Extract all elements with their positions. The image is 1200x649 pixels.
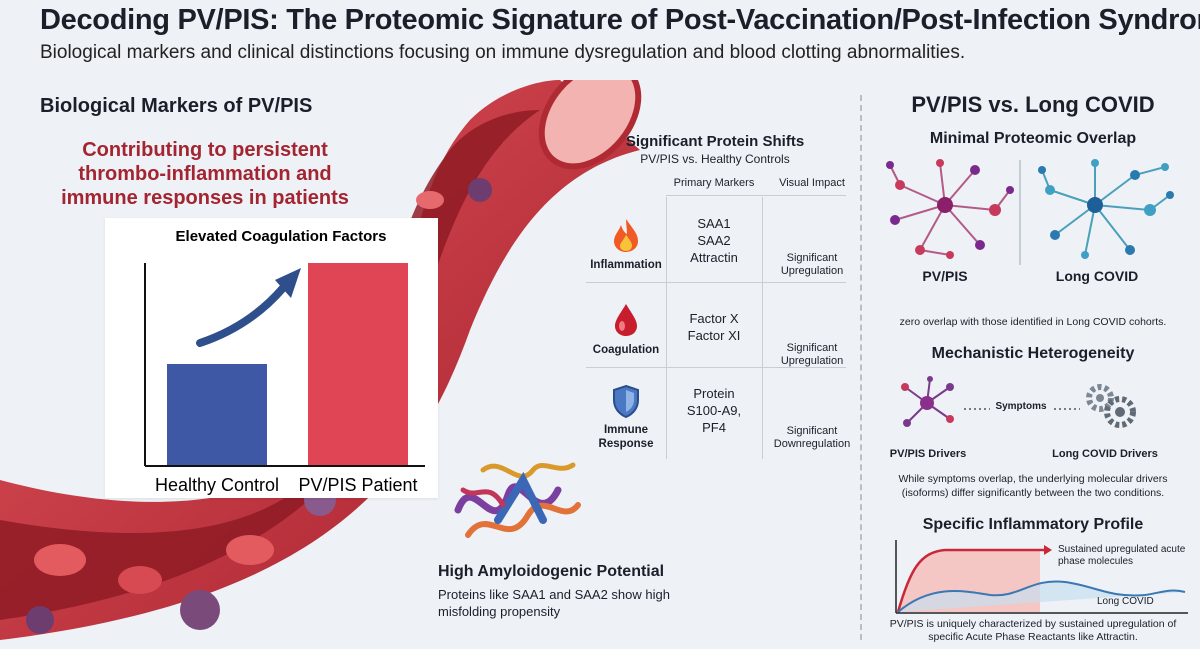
chart-title: Elevated Coagulation Factors [176, 228, 387, 245]
page-subtitle: Biological markers and clinical distinct… [40, 42, 966, 63]
pvpis-network-icon [886, 159, 1014, 259]
long-covid-network-label: Long COVID [1055, 268, 1139, 284]
table-row: Inflammation [586, 217, 666, 272]
pvpis-drivers-icon [901, 376, 954, 427]
shield-icon [613, 384, 639, 419]
coagulation-bar-chart: Elevated Coagulation Factors Healthy Con… [144, 228, 425, 495]
coagulation-chart-panel: Elevated Coagulation Factors Healthy Con… [105, 218, 438, 498]
table-row: Immune Response [586, 384, 666, 451]
flame-icon [614, 219, 638, 252]
category-label: Immune Response [598, 424, 654, 450]
pvpis-network-label: PV/PIS [922, 268, 968, 284]
long-covid-network-icon [1038, 159, 1174, 259]
profile-heading: Specific Inflammatory Profile [922, 516, 1144, 533]
long-covid-curve [897, 580, 1186, 613]
pvpis-curve [896, 548, 1040, 613]
biomarkers-heading: Biological Markers of PV/PIS [40, 95, 313, 117]
category-label: Coagulation [592, 344, 660, 356]
amyloid-body: Proteins like SAA1 and SAA2 show high mi… [438, 587, 670, 619]
category-label: Healthy Control [155, 475, 279, 495]
protein-shifts-title: Significant Protein Shifts [625, 133, 805, 150]
column-header-impact: Visual Impact [779, 177, 845, 189]
protein-shifts-subtitle: PV/PIS vs. Healthy Controls [640, 152, 790, 166]
overlap-heading: Minimal Proteomic Overlap [929, 130, 1137, 147]
category-label: Inflammation [590, 259, 662, 271]
inflammatory-profile-chart [895, 540, 1188, 614]
page-title: Decoding PV/PIS: The Proteomic Signature… [40, 4, 1200, 36]
pvpis-arrow-icon [1044, 545, 1052, 555]
amyloid-heading: High Amyloidogenic Potential [438, 563, 665, 580]
protein-shifts-table: Primary Markers Visual Impact Inflammati… [586, 177, 856, 459]
long-covid-drivers-label: Long COVID Drivers [1052, 448, 1158, 460]
long-covid-curve-label: Long COVID [1097, 596, 1154, 607]
impact-cell: Significant Downregulation [773, 425, 851, 450]
heterogeneity-note: While symptoms overlap, the underlying m… [898, 473, 1168, 499]
protein-networks [886, 159, 1174, 265]
overlap-note: zero overlap with those identified in Lo… [899, 316, 1167, 328]
comparison-heading: PV/PIS vs. Long COVID [911, 92, 1155, 117]
category-label: PV/PIS Patient [298, 475, 417, 495]
biomarkers-tagline: Contributing to persistent thrombo-infla… [61, 139, 349, 209]
arrow-head-icon [275, 268, 301, 298]
impact-cell: Significant Upregulation [780, 342, 844, 367]
increase-arrow-icon [196, 284, 287, 347]
protein-structure-icon [454, 462, 581, 538]
symptoms-label: Symptoms [995, 401, 1047, 412]
table-row: Coagulation [586, 302, 666, 357]
column-header-markers: Primary Markers [673, 177, 755, 189]
symptoms-connector [964, 408, 1080, 410]
impact-cell: Significant Upregulation [780, 252, 844, 277]
pvpis-drivers-label: PV/PIS Drivers [889, 448, 967, 460]
bar-healthy-control [167, 364, 267, 465]
markers-cell: SAA1 SAA2 Attractin [690, 216, 738, 265]
markers-cell: Protein S100-A9, PF4 [686, 386, 742, 435]
gears-icon [1086, 384, 1136, 428]
markers-cell: Factor X Factor XI [687, 311, 741, 343]
profile-note: PV/PIS is uniquely characterized by sust… [889, 618, 1177, 643]
pvpis-curve-label: Sustained upregulated acute phase molecu… [1058, 544, 1186, 567]
blood-drop-icon [615, 304, 637, 336]
heterogeneity-heading: Mechanistic Heterogeneity [931, 345, 1135, 362]
bar-pvpis-patient [308, 263, 408, 465]
column-divider [860, 95, 862, 640]
